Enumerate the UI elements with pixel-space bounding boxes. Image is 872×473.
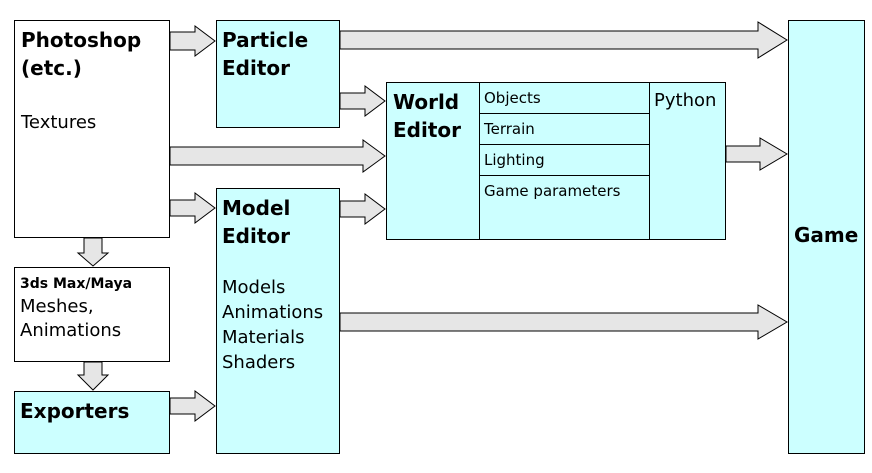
arrow-modeling-tool-to-exporters xyxy=(76,361,110,391)
exporters-box: Exporters xyxy=(14,391,170,454)
arrow-photoshop-to-model-editor xyxy=(169,192,216,224)
arrow-particle-editor-to-world-editor xyxy=(339,85,386,117)
exporters-title: Exporters xyxy=(20,399,130,423)
world-editor-row-divider xyxy=(479,144,649,146)
photoshop-title-line1: Photoshop xyxy=(21,28,142,52)
world-editor-python-label: Python xyxy=(654,90,717,111)
arrow-photoshop-to-particle-editor xyxy=(169,25,216,57)
photoshop-textures-label: Textures xyxy=(21,112,97,133)
world-editor-divider-python xyxy=(649,83,651,239)
world-editor-item-terrain: Terrain xyxy=(484,120,535,138)
modeling-tool-title: 3ds Max/Maya xyxy=(20,276,133,292)
world-editor-item-lighting: Lighting xyxy=(484,151,545,169)
model-editor-item-animations: Animations xyxy=(222,302,324,323)
photoshop-box: Photoshop (etc.) Textures xyxy=(14,20,170,238)
world-editor-divider-left xyxy=(479,83,481,239)
arrow-world-editor-to-game xyxy=(725,137,788,171)
modeling-tool-item-meshes: Meshes, xyxy=(20,296,94,317)
world-editor-title-line1: World xyxy=(393,90,460,114)
world-editor-box: World Editor Objects Terrain Lighting Ga… xyxy=(386,82,726,240)
arrow-model-editor-to-world-editor xyxy=(339,193,386,225)
model-editor-title-line2: Editor xyxy=(222,224,290,248)
arrow-exporters-to-model-editor xyxy=(169,390,216,422)
model-editor-item-materials: Materials xyxy=(222,327,305,348)
world-editor-title-line2: Editor xyxy=(393,118,461,142)
world-editor-item-objects: Objects xyxy=(484,89,541,107)
particle-editor-title-line1: Particle xyxy=(222,28,309,52)
game-box: Game xyxy=(788,20,865,454)
particle-editor-box: Particle Editor xyxy=(216,20,340,128)
world-editor-row-divider xyxy=(479,175,649,177)
model-editor-item-shaders: Shaders xyxy=(222,352,296,373)
game-label: Game xyxy=(794,223,859,247)
photoshop-title-line2: (etc.) xyxy=(21,56,82,80)
model-editor-box: Model Editor Models Animations Materials… xyxy=(216,188,340,454)
world-editor-item-game-parameters: Game parameters xyxy=(484,182,621,200)
modeling-tool-item-animations: Animations xyxy=(20,320,122,341)
arrow-particle-editor-to-game xyxy=(339,21,788,59)
particle-editor-title-line2: Editor xyxy=(222,56,290,80)
model-editor-item-models: Models xyxy=(222,277,286,298)
world-editor-row-divider xyxy=(479,113,649,115)
modeling-tool-box: 3ds Max/Maya Meshes, Animations xyxy=(14,267,170,362)
arrow-model-editor-to-game xyxy=(339,304,788,340)
arrow-photoshop-to-modeling-tool xyxy=(76,237,110,267)
arrow-photoshop-to-world-editor xyxy=(169,139,386,173)
model-editor-title-line1: Model xyxy=(222,196,291,220)
